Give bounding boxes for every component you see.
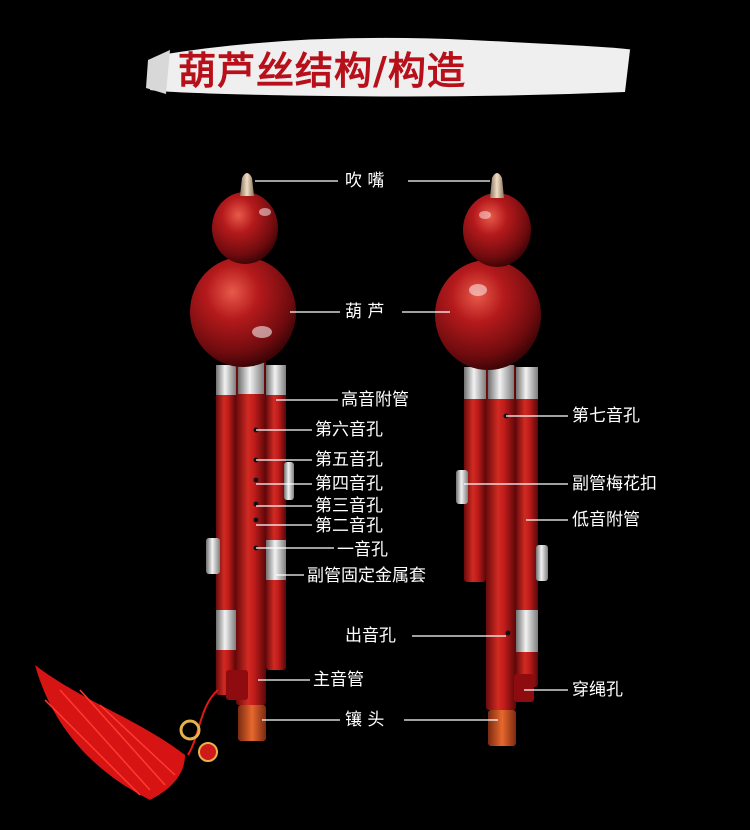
- title-banner-stroke: [146, 50, 170, 94]
- label-main-pipe: 主音管: [313, 670, 364, 690]
- left-mouthpiece: [240, 173, 254, 196]
- right-pipe-cap: [464, 367, 486, 399]
- label-clamp: 副管固定金属套: [307, 566, 426, 586]
- left-side-pipe-right: [266, 365, 286, 670]
- gourd-highlight: [479, 211, 491, 219]
- right-pipe-cap: [488, 365, 514, 399]
- tassel-cord: [187, 689, 219, 756]
- label-hole2: 第二音孔: [315, 516, 383, 536]
- left-rope-bracket: [226, 670, 248, 700]
- right-gourd-bottom: [435, 260, 541, 370]
- right-metal-clamp: [536, 545, 548, 581]
- right-tip: [488, 710, 516, 746]
- label-gourd: 葫 芦: [345, 302, 385, 322]
- label-low-pipe: 低音附管: [572, 510, 640, 530]
- left-pipe-cap: [266, 365, 286, 395]
- label-sound-hole: 出音孔: [345, 626, 396, 646]
- label-hole7: 第七音孔: [572, 406, 640, 426]
- right-side-pipe-right: [516, 367, 538, 687]
- gourd-highlight: [259, 208, 271, 216]
- left-main-pipe: [236, 360, 266, 705]
- tassel: [35, 665, 185, 800]
- label-high-pipe: 高音附管: [341, 390, 409, 410]
- tassel-knot: [198, 742, 218, 762]
- left-pipe-cap: [216, 610, 236, 650]
- left-pipe-cap: [216, 365, 236, 395]
- right-side-pipe-left: [464, 367, 486, 582]
- right-flower-clasp: [456, 470, 468, 504]
- right-hulusi: [435, 173, 548, 746]
- tassel-ring: [179, 719, 201, 741]
- label-flower-clasp: 副管梅花扣: [572, 474, 657, 494]
- left-metal-clamp: [206, 538, 220, 574]
- right-rope-bracket: [514, 674, 534, 702]
- label-hole6: 第六音孔: [315, 420, 383, 440]
- title-banner: [150, 37, 631, 97]
- finger-hole: [253, 501, 259, 507]
- left-tip: [238, 705, 266, 741]
- page-title: 葫芦丝结构/构造: [178, 48, 466, 93]
- gourd-highlight: [469, 284, 487, 296]
- label-tip: 镶 头: [345, 710, 385, 730]
- gourd-highlight: [252, 326, 272, 338]
- label-rope-hole: 穿绳孔: [572, 680, 623, 700]
- label-hole1: 一音孔: [337, 540, 388, 560]
- label-mouthpiece: 吹 嘴: [345, 171, 385, 191]
- left-metal-clamp: [284, 462, 294, 500]
- leader-lines: [255, 180, 568, 721]
- label-hole5: 第五音孔: [315, 450, 383, 470]
- left-gourd-top: [212, 192, 278, 264]
- left-gourd-bottom: [190, 257, 296, 367]
- left-pipe-cap: [238, 362, 264, 394]
- right-pipe-cap: [516, 367, 538, 399]
- sound-hole: [505, 630, 511, 636]
- right-mouthpiece: [490, 173, 504, 198]
- label-hole3: 第三音孔: [315, 496, 383, 516]
- left-hulusi: [35, 173, 296, 800]
- right-main-pipe: [486, 365, 516, 710]
- finger-hole: [253, 517, 259, 523]
- tassel-threads: [44, 689, 176, 796]
- finger-hole: [253, 477, 259, 483]
- right-pipe-cap: [516, 610, 538, 652]
- left-pipe-cap: [266, 540, 286, 580]
- label-hole4: 第四音孔: [315, 474, 383, 494]
- right-gourd-top: [463, 193, 531, 267]
